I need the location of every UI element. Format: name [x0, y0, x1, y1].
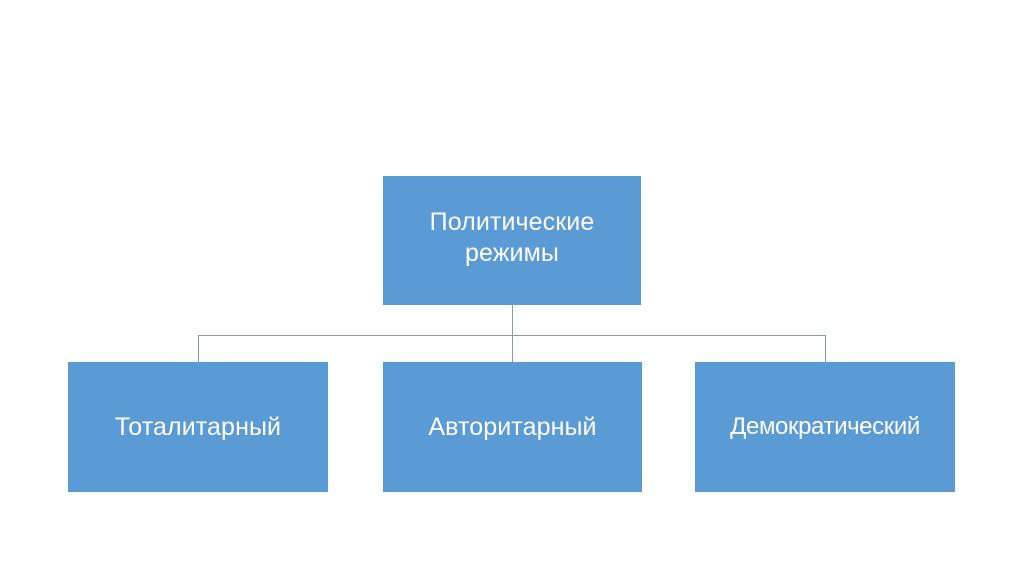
connector-horizontal-bar: [198, 335, 826, 336]
connector-drop-right: [825, 335, 826, 362]
node-root-political-regimes[interactable]: Политические режимы: [383, 176, 641, 305]
node-child-totalitarian[interactable]: Тоталитарный: [68, 362, 328, 492]
node-child-democratic[interactable]: Демократический: [695, 362, 955, 492]
node-child-authoritarian[interactable]: Авторитарный: [383, 362, 642, 492]
connector-drop-left: [198, 335, 199, 362]
connector-root-stem: [512, 305, 513, 362]
